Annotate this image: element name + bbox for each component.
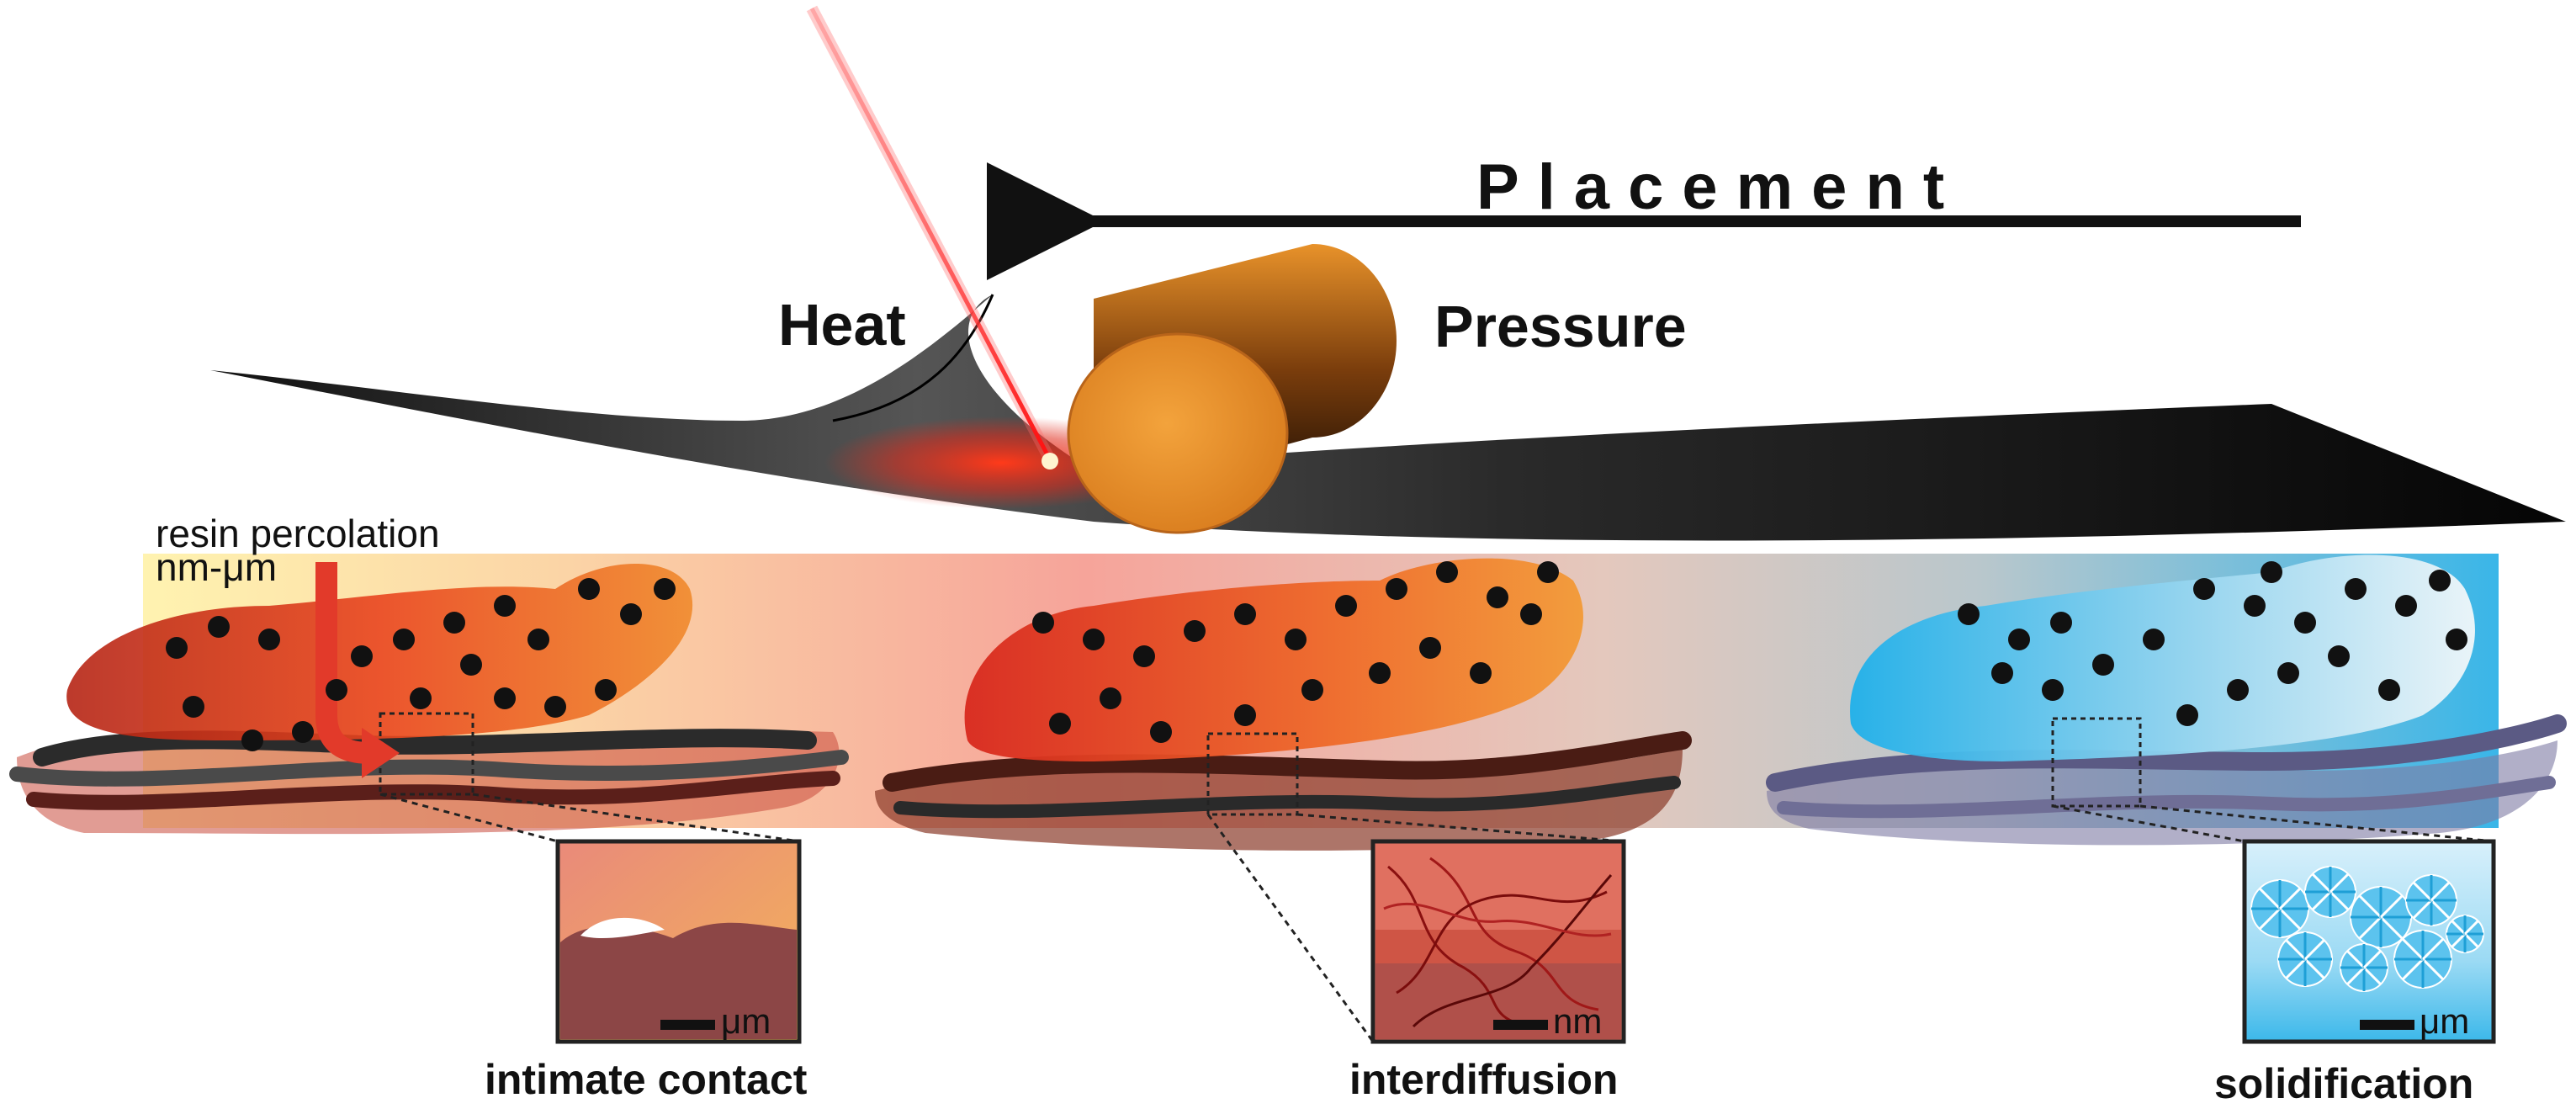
fiber-dot [1083,629,1105,650]
fiber-dot [258,629,280,650]
fiber-dot [2227,679,2249,701]
scale-bar-1 [660,1020,715,1030]
fiber-dot [620,603,642,625]
fiber-dot [292,721,314,743]
spherulite [2405,874,2457,926]
fiber-dot [2042,679,2064,701]
fiber-dot [410,687,432,709]
fiber-dot [2294,612,2316,634]
fiber-dot [1234,704,1256,726]
fiber-dot [2092,654,2114,676]
spherulite [2250,879,2309,938]
fiber-dot [1991,662,2013,684]
fiber-dot [595,679,617,701]
placement-label: Placement [1476,151,1963,223]
resin-percolation-label: resin percolation [156,512,440,555]
scale-label-2: nm [1553,1001,1602,1041]
stage2-label: interdiffusion [1349,1056,1618,1103]
fiber-dot [1150,721,1172,743]
fiber-dot [2008,629,2030,650]
fiber-dot [1234,603,1256,625]
fiber-dot [544,696,566,718]
heat-label: Heat [778,292,906,358]
laser-beam [806,5,1058,469]
fiber-dot [1537,561,1559,583]
polymer-chains [1383,857,1613,1028]
fiber-dot [166,637,188,659]
stage3-composite [1766,554,2567,846]
fiber-dot [1386,578,1407,600]
stage2-composite [875,558,1692,851]
fiber-dot [443,612,465,634]
fiber-dot [1470,662,1492,684]
scale-label-1: μm [721,1001,771,1041]
spherulite [2350,886,2412,948]
fiber-dot [494,687,516,709]
fiber-dot [1285,629,1307,650]
pressure-label: Pressure [1434,294,1687,359]
fiber-dot [1301,679,1323,701]
fiber-dot [1184,620,1206,642]
fiber-dot [351,645,373,667]
fiber-dot [654,578,676,600]
fiber-dot [1032,612,1054,634]
fiber-dot [1049,713,1071,735]
fiber-dot [2345,578,2367,600]
spherulite [2304,866,2356,918]
fiber-dot [2429,570,2451,591]
stage3-zoom-box [2051,717,2142,808]
resin-scale-label: nm-μm [156,545,277,589]
scale-bar-2 [1493,1020,1548,1030]
fiber-dot [527,629,549,650]
fiber-dot [578,578,600,600]
resin-percolation-arrow [315,562,400,778]
fiber-dot [1958,603,1980,625]
fiber-dot [460,654,482,676]
fiber-dot [1520,603,1542,625]
fiber-dot [2328,645,2350,667]
spherulites [2250,866,2484,992]
fiber-dot [2446,629,2467,650]
scale-label-3: μm [2420,1001,2469,1041]
fiber-dot [2277,662,2299,684]
fiber-dot [2050,612,2072,634]
spherulite [2340,943,2388,992]
fiber-dot [2143,629,2165,650]
fiber-dot [1133,645,1155,667]
roller-face [1067,332,1289,534]
fiber-dot [208,616,230,638]
fiber-dot [393,629,415,650]
fiber-dot [494,595,516,617]
spherulite [2446,915,2484,953]
fiber-dot [2378,679,2400,701]
spherulite [2393,930,2452,989]
scale-bar-3 [2360,1020,2414,1030]
fiber-dot [1419,637,1441,659]
stage1-label: intimate contact [485,1056,808,1103]
fiber-dot [1487,586,1508,608]
fiber-dot [1100,687,1121,709]
roller [1067,244,1397,534]
leader-lines [379,793,2494,1042]
stage2-zoom-box [1206,732,1299,816]
fiber-dot [241,729,263,751]
fiber-dot [1369,662,1391,684]
fiber-dot [2395,595,2417,617]
fiber-dot [1436,561,1458,583]
fiber-dot [2261,561,2282,583]
fiber-dot [183,696,204,718]
fiber-dot [2176,704,2198,726]
stage3-label: solidification [2214,1060,2473,1107]
fiber-dot [1335,595,1357,617]
spherulite [2277,931,2333,987]
stage1-composite [9,564,849,835]
inset-interdiffusion: nm [1370,839,1626,1044]
fiber-dots [166,561,2467,751]
inset-solidification: μm [2242,839,2496,1044]
fiber-dot [326,679,347,701]
inset-intimate-contact: μm [555,839,802,1044]
fiber-dot [2244,595,2266,617]
fiber-dot [2193,578,2215,600]
